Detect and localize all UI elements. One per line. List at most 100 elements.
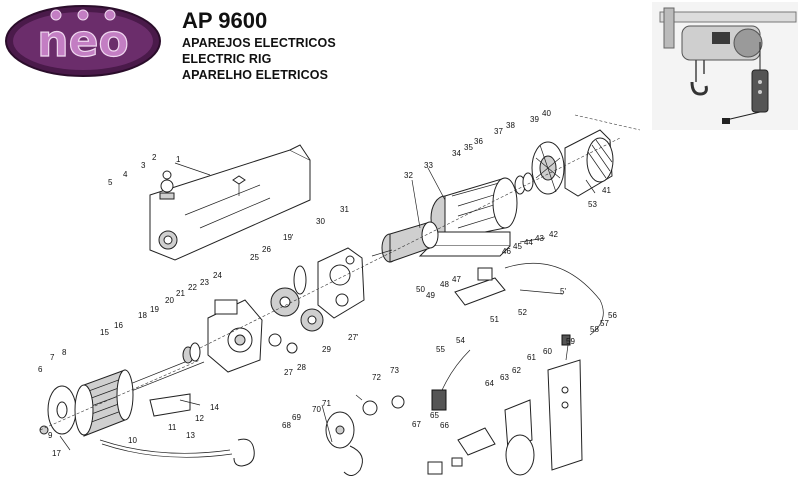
part-number-label: 62 (512, 366, 521, 375)
subtitle-es: APAREJOS ELECTRICOS (182, 36, 336, 50)
part-number-label: 11 (168, 423, 177, 432)
part-number-label: 5 (108, 178, 113, 187)
part-number-label: 63 (500, 373, 509, 382)
part-number-label: 22 (188, 283, 197, 292)
fan-cover (564, 129, 614, 197)
part-number-label: 12 (195, 414, 204, 423)
bearing-rings (514, 172, 534, 195)
part-number-label: 47 (452, 275, 461, 284)
part-number-label: 13 (186, 431, 195, 440)
drum-shaft (119, 342, 205, 395)
motor-fan (531, 141, 565, 195)
gearbox-housing (207, 299, 263, 373)
part-number-label: 16 (114, 321, 123, 330)
part-number-label: 72 (372, 373, 381, 382)
part-number-label: 50 (416, 285, 425, 294)
part-number-label: 21 (176, 289, 185, 298)
part-number-label: 42 (549, 230, 558, 239)
part-number-label: 32 (404, 171, 413, 180)
model-title: AP 9600 (182, 8, 268, 33)
leader-lines (59, 162, 596, 451)
part-number-label: 9 (48, 431, 53, 440)
part-number-label: 25 (250, 253, 259, 262)
part-number-label: 23 (200, 278, 209, 287)
part-number-label: 31 (340, 205, 349, 214)
part-number-label: 19 (150, 305, 159, 314)
part-number-label: 29 (322, 345, 331, 354)
part-number-label: 48 (440, 280, 449, 289)
pendant-control (547, 334, 583, 471)
gear-plate (317, 247, 365, 319)
part-number-label: 54 (456, 336, 465, 345)
subtitle-pt: APARELHO ELETRICOS (182, 68, 329, 82)
part-number-label: 59 (566, 337, 575, 346)
part-number-label: 28 (297, 363, 306, 372)
part-number-label: 15 (100, 328, 109, 337)
pendant-parts (427, 399, 535, 476)
part-number-label: 65 (430, 411, 439, 420)
part-number-label: 55 (436, 345, 445, 354)
part-number-label: 30 (316, 217, 325, 226)
part-number-label: 58 (590, 325, 599, 334)
part-number-label: 36 (474, 137, 483, 146)
part-number-label: 71 (322, 399, 331, 408)
part-number-label: 45 (513, 242, 522, 251)
part-number-label: 17 (52, 449, 61, 458)
part-number-label: 43 (535, 234, 544, 243)
part-number-label: 49 (426, 291, 435, 300)
part-number-label: 37 (494, 127, 503, 136)
part-number-label: 26 (262, 245, 271, 254)
part-number-label: 14 (210, 403, 219, 412)
subtitle-en: ELECTRIC RIG (182, 52, 272, 66)
part-number-label: 40 (542, 109, 551, 118)
part-number-label: 1 (176, 155, 181, 164)
part-number-label: 7 (50, 353, 55, 362)
part-number-labels: 1234567891011121314151617181919'20212223… (38, 109, 617, 458)
product-photo (652, 2, 798, 130)
part-number-label: 56 (608, 311, 617, 320)
motor-housing (418, 177, 518, 257)
part-number-label: 19' (283, 233, 294, 242)
neo-logo: neo (5, 5, 161, 77)
part-number-label: 5' (560, 287, 566, 296)
part-number-label: 3 (141, 161, 146, 170)
assembly-axes (39, 114, 641, 431)
part-number-label: 10 (128, 436, 137, 445)
part-number-label: 2 (152, 153, 157, 162)
part-number-label: 27 (284, 368, 293, 377)
part-number-label: 64 (485, 379, 494, 388)
part-number-label: 39 (530, 115, 539, 124)
pulley-block (321, 394, 405, 476)
part-number-label: 34 (452, 149, 461, 158)
logo-brand-text: neo (37, 16, 128, 67)
part-number-label: 66 (440, 421, 449, 430)
part-number-label: 18 (138, 311, 147, 320)
part-number-label: 73 (390, 366, 399, 375)
part-number-label: 57 (600, 319, 609, 328)
part-number-label: 33 (424, 161, 433, 170)
power-cable (431, 262, 604, 411)
bracket-fasteners (159, 170, 175, 200)
rope-drum (39, 369, 134, 437)
part-number-label: 27' (348, 333, 359, 342)
part-number-label: 69 (292, 413, 301, 422)
part-number-label: 53 (588, 200, 597, 209)
part-number-label: 35 (464, 143, 473, 152)
part-number-label: 70 (312, 405, 321, 414)
part-number-label: 4 (123, 170, 128, 179)
part-number-label: 8 (62, 348, 67, 357)
part-number-label: 52 (518, 308, 527, 317)
part-number-label: 51 (490, 315, 499, 324)
part-number-label: 6 (38, 365, 43, 374)
part-number-label: 68 (282, 421, 291, 430)
part-number-label: 41 (602, 186, 611, 195)
rope-and-hook (99, 393, 255, 467)
part-number-label: 20 (165, 296, 174, 305)
part-number-label: 44 (524, 238, 533, 247)
part-number-label: 38 (506, 121, 515, 130)
part-number-label: 46 (502, 247, 511, 256)
capacitor-bracket (454, 267, 506, 306)
part-number-label: 67 (412, 420, 421, 429)
part-number-label: 61 (527, 353, 536, 362)
